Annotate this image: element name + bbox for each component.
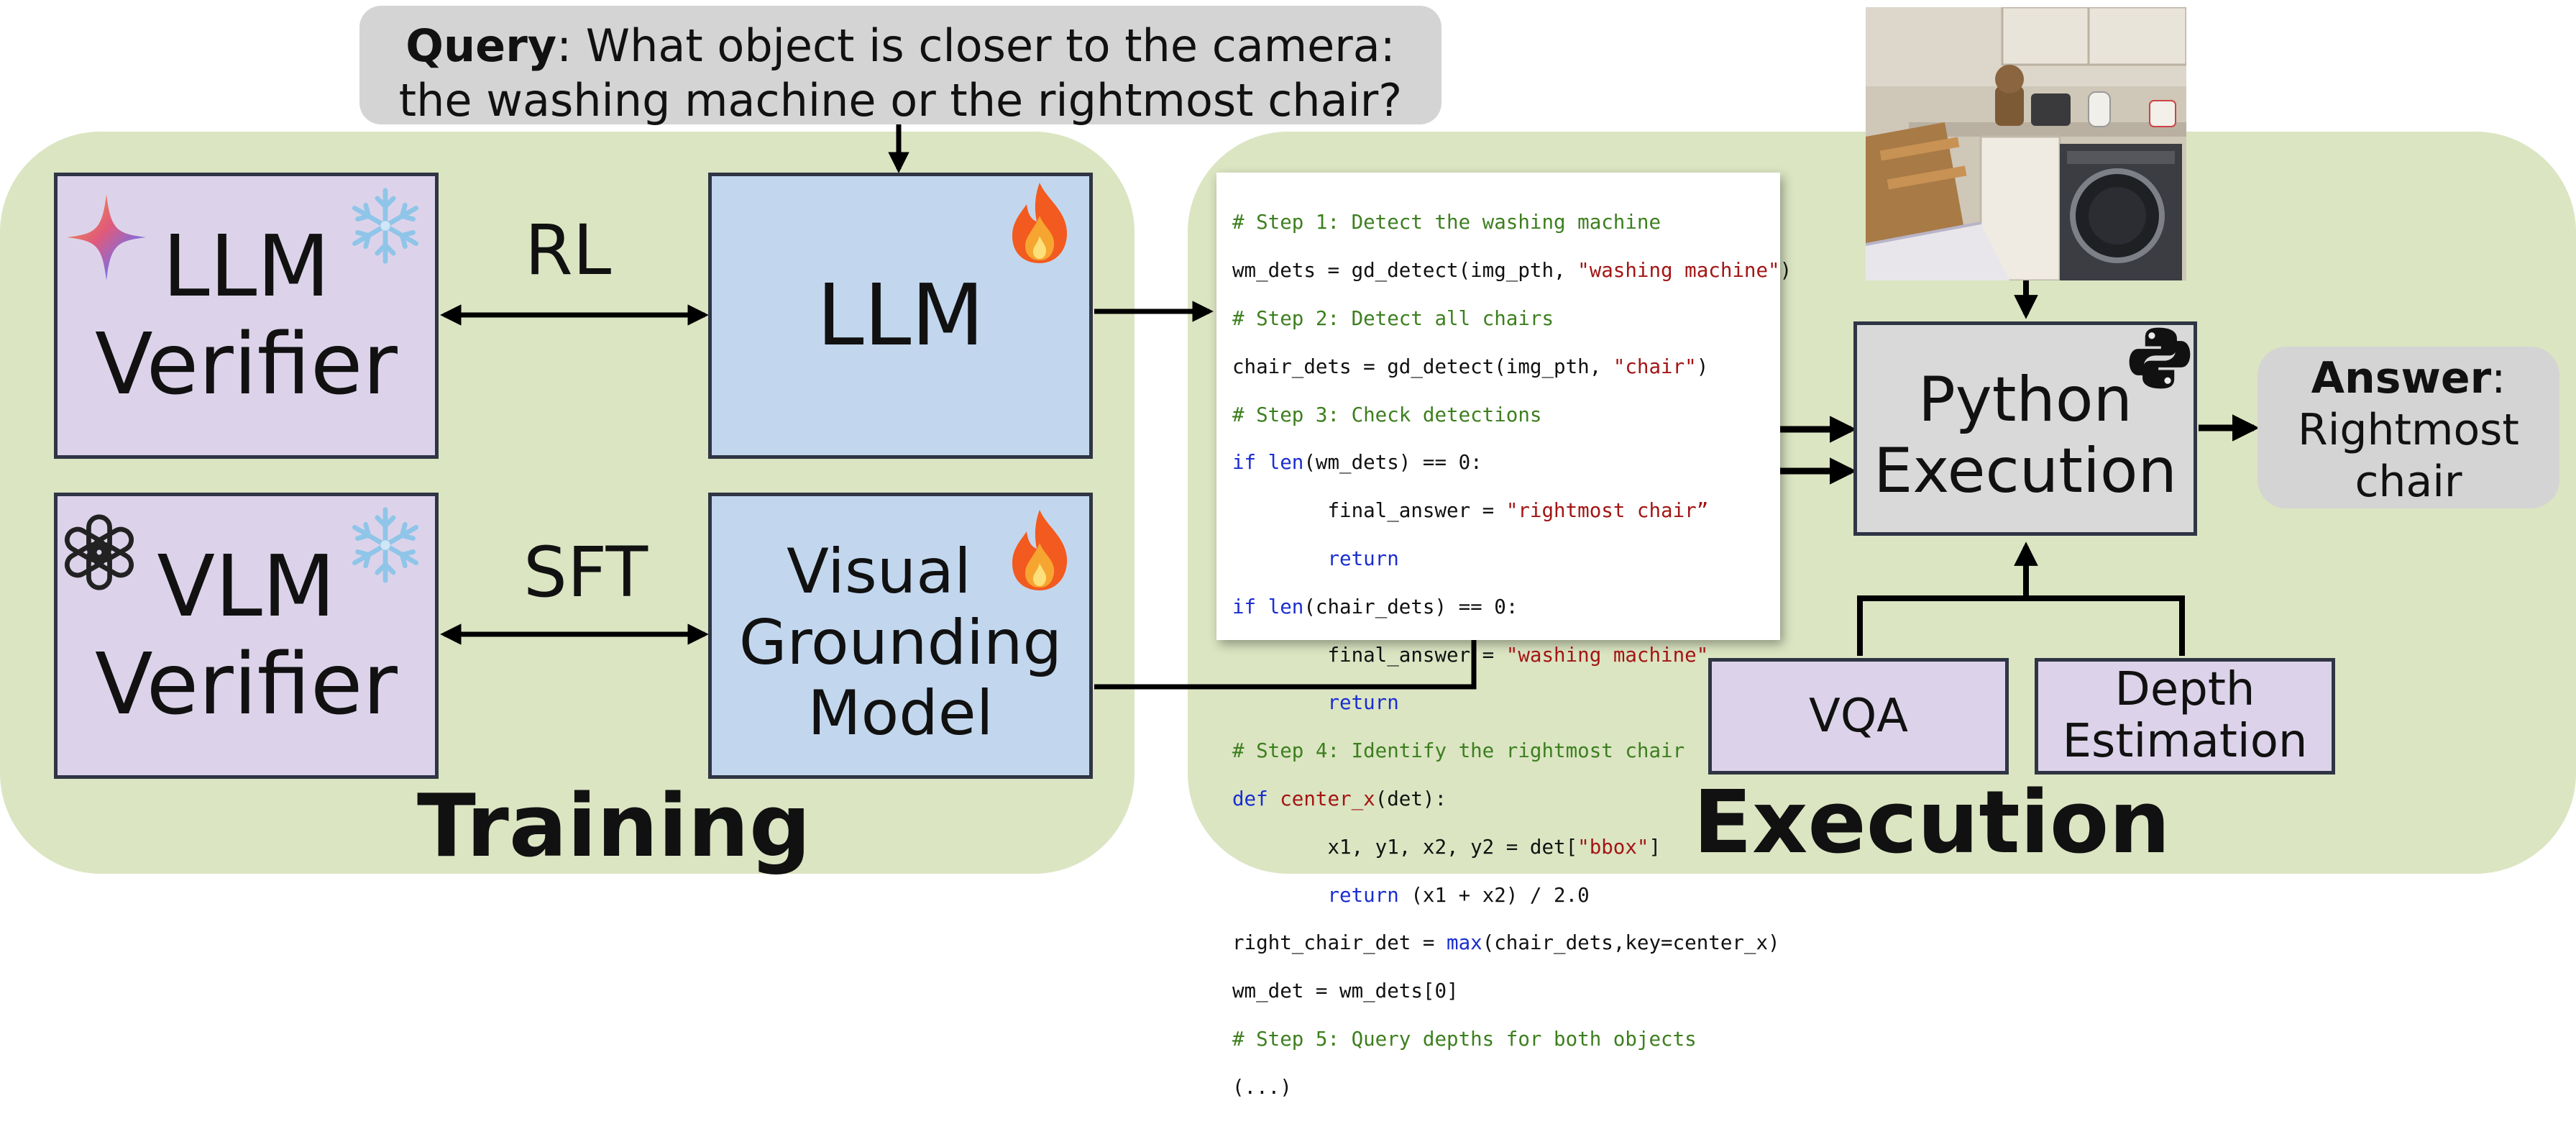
generated-code-block: # Step 1: Detect the washing machine wm_…	[1216, 173, 1792, 1099]
snowflake-icon	[352, 188, 419, 264]
kitchen-photo	[1866, 7, 2186, 280]
openai-logo-icon	[65, 514, 134, 590]
connector-arrows	[440, 122, 2260, 690]
code-line: x1, y1, x2, y2 = det["bbox"]	[1232, 835, 1661, 859]
code-line: if len(wm_dets) == 0:	[1232, 451, 1482, 475]
answer-colon: :	[2491, 353, 2506, 403]
query-label: Query	[405, 19, 557, 72]
code-line: # Step 3: Check detections	[1232, 403, 1542, 426]
snowflake-icon	[352, 507, 419, 583]
code-line: # Step 4: Identify the rightmost chair	[1232, 739, 1685, 763]
code-line: if len(chair_dets) == 0:	[1232, 595, 1518, 618]
visual-grounding-line3: Model	[807, 677, 994, 750]
code-line: # Step 5: Query depths for both objects	[1232, 1027, 1697, 1051]
fire-icon	[1012, 183, 1068, 263]
code-line: (...)	[1232, 1075, 1292, 1099]
answer-bubble: Answer: Rightmost chair	[2258, 347, 2559, 508]
depth-line1: Depth	[2114, 663, 2255, 717]
code-line: # Step 1: Detect the washing machine	[1232, 211, 1661, 234]
answer-label: Answer	[2311, 353, 2492, 403]
sft-label: SFT	[523, 532, 648, 613]
code-line: return	[1327, 691, 1399, 715]
code-line: return (x1 + x2) / 2.0	[1327, 883, 1590, 907]
llm-verifier-line1: LLM	[162, 216, 331, 316]
answer-line2: chair	[2355, 457, 2462, 507]
query-bubble: Query: What object is closer to the came…	[359, 6, 1441, 127]
code-line: right_chair_det = max(chair_dets,key=cen…	[1232, 931, 1780, 955]
fire-icon	[1012, 510, 1068, 590]
python-execution-line2: Execution	[1873, 435, 2178, 507]
code-line: # Step 2: Detect all chairs	[1232, 307, 1554, 330]
code-line: final_answer = "rightmost chair”	[1232, 499, 1709, 523]
vlm-verifier-line1: VLM	[157, 536, 336, 636]
vqa-label: VQA	[1809, 690, 1908, 743]
python-execution-line1: Python	[1917, 364, 2133, 437]
visual-grounding-line1: Visual	[787, 535, 971, 608]
llm-box: LLM	[708, 173, 1093, 459]
code-line: wm_det = wm_dets[0]	[1232, 979, 1459, 1003]
answer-line1: Rightmost	[2298, 405, 2519, 455]
code-line: def center_x(det):	[1232, 787, 1447, 810]
code-line: chair_dets = gd_detect(img_pth, "chair")	[1232, 355, 1709, 378]
code-line: final_answer = "washing machine"	[1232, 643, 1709, 667]
llm-verifier-line2: Verifier	[95, 314, 398, 413]
gemini-star-icon	[67, 194, 146, 280]
query-text-line1: : What object is closer to the camera:	[556, 19, 1395, 72]
query-text-line2: the washing machine or the rightmost cha…	[398, 73, 1403, 127]
vqa-box: VQA	[1708, 658, 2009, 775]
vlm-verifier-line2: Verifier	[95, 634, 398, 734]
training-title: Training	[417, 777, 811, 877]
depth-line2: Estimation	[2062, 715, 2308, 768]
execution-title: Execution	[1693, 773, 2171, 873]
code-line: return	[1327, 547, 1399, 570]
code-line: wm_dets = gd_detect(img_pth, "washing ma…	[1232, 259, 1792, 283]
python-logo-icon	[2129, 327, 2191, 389]
rl-label: RL	[525, 210, 612, 291]
visual-grounding-line2: Grounding	[738, 606, 1063, 679]
llm-label: LLM	[816, 265, 985, 365]
